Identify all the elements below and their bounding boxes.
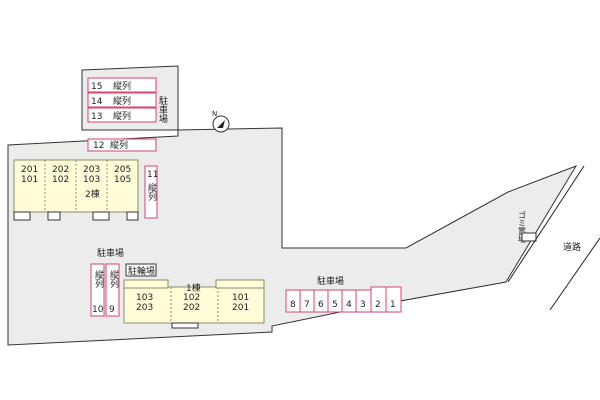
parking-space-number: 7 [304, 300, 310, 310]
compass-label: N [212, 110, 217, 118]
parking-column-suffix: 縦列 [113, 95, 131, 107]
building-1-label: 1棟 [186, 282, 201, 294]
parking-column-number: 13 [91, 112, 102, 122]
parking-column-number: 15 [91, 82, 102, 92]
unit-number: 202 [183, 303, 200, 313]
unit-number: 201 [21, 165, 38, 175]
parking-column-number: 14 [91, 97, 103, 107]
parking-column-9-number: 9 [109, 305, 115, 315]
parking-space-number: 6 [318, 300, 324, 310]
parking-column-15 [87, 77, 157, 93]
parking-space-number: 3 [360, 300, 366, 310]
unit-number: 103 [83, 175, 100, 185]
unit-number: 203 [83, 165, 100, 175]
bike-parking-box [125, 263, 157, 277]
parking-column-11 [144, 165, 158, 219]
garbage-label: ゴミ置場 [518, 210, 527, 244]
building-2 [13, 159, 139, 221]
unit-number: 101 [21, 175, 38, 185]
garbage-station: ゴミ置場 [518, 210, 537, 244]
parking-column-10 [90, 263, 105, 317]
bike-parking-label: 駐輪場 [128, 265, 155, 277]
building-2-label: 2棟 [85, 188, 100, 200]
right-parking-spaces: 8 7 6 5 4 3 2 1 [285, 286, 402, 313]
parking-column-12-suffix: 縦列 [110, 139, 128, 151]
parking-space-number: 2 [375, 300, 381, 310]
parking-column-13 [87, 107, 157, 123]
left-parking-label: 駐車場 [97, 247, 124, 259]
parking-column-12 [87, 138, 157, 152]
parking-space-number: 4 [346, 300, 352, 310]
unit-number: 102 [183, 293, 200, 303]
parking-column-12-number: 12 [93, 141, 104, 151]
unit-number: 205 [114, 165, 131, 175]
unit-number: 203 [136, 303, 153, 313]
compass-icon: N [212, 110, 230, 133]
road-label: 道路 [563, 241, 581, 253]
parking-space-number: 8 [290, 300, 296, 310]
parking-column-11-number: 11 [147, 170, 158, 180]
road [507, 165, 600, 311]
unit-number: 105 [114, 175, 131, 185]
parking-column-11-suffix: 縦列 [146, 182, 157, 202]
parking-column-9 [105, 263, 120, 317]
building-1 [123, 279, 265, 329]
parking-column-14 [87, 92, 157, 108]
right-parking-label: 駐車場 [317, 275, 344, 287]
unit-number: 202 [52, 165, 69, 175]
unit-number: 101 [232, 293, 249, 303]
parking-column-10-suffix: 縦列 [93, 269, 104, 289]
top-parking-label: 駐車場 [157, 95, 168, 124]
unit-number: 201 [232, 303, 249, 313]
top-parking-columns: 15 縦列 14 縦列 13 縦列 [87, 77, 157, 123]
unit-number: 103 [136, 293, 153, 303]
unit-number: 102 [52, 175, 69, 185]
parking-space-number: 1 [390, 300, 396, 310]
parking-column-9-suffix: 縦列 [108, 269, 119, 289]
parking-column-suffix: 縦列 [113, 80, 131, 92]
parking-column-suffix: 縦列 [113, 110, 131, 122]
parking-column-10-number: 10 [92, 305, 104, 315]
parking-space-number: 5 [332, 300, 338, 310]
